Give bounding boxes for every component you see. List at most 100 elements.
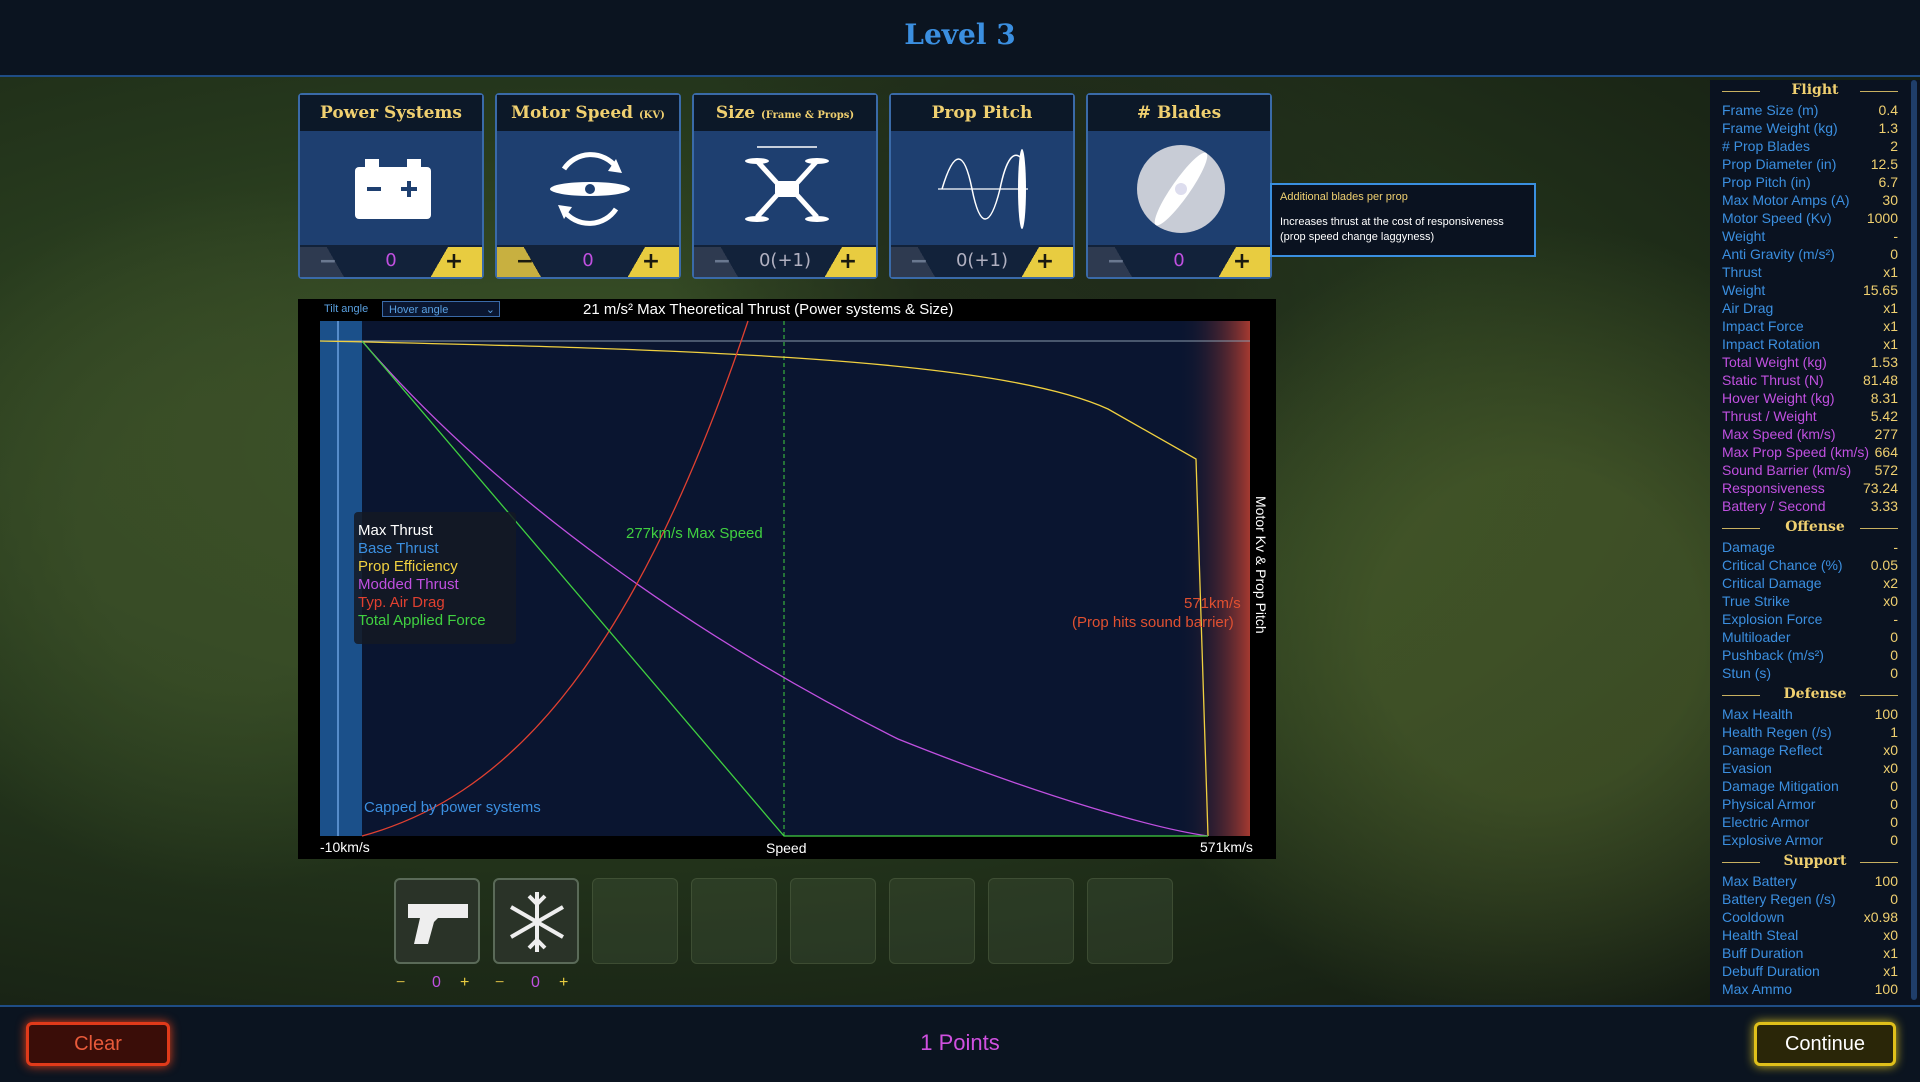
stat-value: 100	[1874, 873, 1898, 889]
stat-row: Explosion Force-	[1710, 610, 1920, 628]
stat-value: 0	[1890, 246, 1898, 262]
stat-label: Prop Pitch (in)	[1722, 174, 1811, 190]
stat-value: -	[1893, 228, 1898, 244]
stat-row: Max Speed (km/s)277	[1710, 425, 1920, 443]
card-title-text: Power Systems	[320, 103, 462, 123]
x-min-label: -10km/s	[320, 839, 370, 855]
stat-row: Stun (s)0	[1710, 664, 1920, 682]
card-controls: −0+	[300, 245, 482, 277]
card-title: Power Systems	[300, 95, 482, 131]
tooltip: Additional blades per prop Increases thr…	[1270, 183, 1536, 257]
stat-row: Pushback (m/s²)0	[1710, 646, 1920, 664]
stat-label: Impact Force	[1722, 318, 1804, 334]
card-title-text: Prop Pitch	[931, 103, 1033, 123]
increase-button[interactable]: +	[1017, 247, 1073, 277]
stat-row: Battery Regen (/s)0	[1710, 890, 1920, 908]
decrease-button[interactable]: −	[694, 247, 750, 277]
tilt-angle-select[interactable]: Hover angle ⌄	[382, 301, 500, 317]
increase-button[interactable]: +	[1214, 247, 1270, 277]
weapon-slot[interactable]	[493, 878, 579, 964]
decrease-button[interactable]: −	[497, 247, 553, 277]
stat-row: Prop Pitch (in)6.7	[1710, 173, 1920, 191]
decrease-button[interactable]: −	[891, 247, 947, 277]
stat-label: Battery / Second	[1722, 498, 1826, 514]
x-max-label: 571km/s	[1200, 839, 1253, 855]
weapon-increase-button[interactable]: +	[559, 974, 569, 991]
clear-button[interactable]: Clear	[26, 1022, 170, 1066]
legend-item: Prop Efficiency	[358, 558, 458, 575]
stat-value: 1.53	[1870, 354, 1898, 370]
stat-row: Prop Diameter (in)12.5	[1710, 155, 1920, 173]
level-title: Level 3	[904, 18, 1016, 51]
stat-label: Physical Armor	[1722, 796, 1816, 812]
weapon-slot[interactable]	[394, 878, 480, 964]
weapon-increase-button[interactable]: +	[460, 974, 470, 991]
card-title: Size (Frame & Props)	[694, 95, 876, 131]
stat-value: 12.5	[1870, 156, 1898, 172]
stat-value: 0	[1890, 814, 1898, 830]
stat-label: Health Steal	[1722, 927, 1799, 943]
empty-weapon-slot	[691, 878, 777, 964]
stat-row: Damage -	[1710, 538, 1920, 556]
stat-label: Battery Regen (/s)	[1722, 891, 1836, 907]
stat-label: Damage	[1722, 539, 1775, 555]
stat-label: Thrust / Weight	[1722, 408, 1817, 424]
stat-value: 2	[1890, 138, 1898, 154]
stat-label: Thrust	[1722, 264, 1762, 280]
stat-value: -	[1893, 611, 1898, 627]
stat-value: 0	[1890, 629, 1898, 645]
stat-value: -	[1893, 539, 1898, 555]
increase-button[interactable]: +	[820, 247, 876, 277]
stat-row: Impact Force x1	[1710, 317, 1920, 335]
card-title-text: Size	[715, 103, 756, 123]
motor-propeller-icon	[540, 139, 640, 239]
stat-value: 0	[1890, 796, 1898, 812]
weapon-decrease-button[interactable]: −	[396, 974, 406, 991]
snowflake-icon	[497, 882, 577, 966]
tilt-angle-value: Hover angle	[389, 304, 449, 316]
stat-row: Physical Armor 0	[1710, 795, 1920, 813]
stat-value: 5.42	[1870, 408, 1898, 424]
stat-label: Sound Barrier (km/s)	[1722, 462, 1852, 478]
weapon-decrease-button[interactable]: −	[495, 974, 505, 991]
increase-button[interactable]: +	[623, 247, 679, 277]
stat-value: x0.98	[1863, 909, 1898, 925]
stat-value: x1	[1883, 945, 1898, 961]
stat-label: Damage Reflect	[1722, 742, 1823, 758]
stat-label: Buff Duration	[1722, 945, 1804, 961]
stats-section-support: Support	[1710, 853, 1920, 872]
card-controls: −0+	[1088, 245, 1270, 277]
stat-label: Max Health	[1722, 706, 1793, 722]
stat-label: Cooldown	[1722, 909, 1785, 925]
stat-value: x0	[1883, 760, 1898, 776]
pistol-icon	[398, 882, 478, 966]
stat-value: 1.3	[1878, 120, 1898, 136]
continue-button[interactable]: Continue	[1754, 1022, 1896, 1066]
card-title: Motor Speed (KV)	[497, 95, 679, 131]
stat-value: 0.4	[1878, 102, 1898, 118]
stat-value: x1	[1883, 300, 1898, 316]
graph-header: Tilt angle Hover angle ⌄ 21 m/s² Max The…	[298, 299, 1276, 321]
stat-value: x1	[1883, 318, 1898, 334]
stat-label: Electric Armor	[1722, 814, 1810, 830]
empty-weapon-slot	[889, 878, 975, 964]
increase-button[interactable]: +	[426, 247, 482, 277]
decrease-button[interactable]: −	[1088, 247, 1144, 277]
weapon-count: 0	[531, 974, 540, 991]
card-controls: −0+	[497, 245, 679, 277]
stat-value: x1	[1883, 264, 1898, 280]
stat-value: x0	[1883, 593, 1898, 609]
upgrade-card-blades: # Blades −0+	[1086, 93, 1272, 279]
stat-label: Static Thrust (N)	[1722, 372, 1824, 388]
stats-scrollbar[interactable]	[1911, 80, 1917, 1000]
decrease-button[interactable]: −	[300, 247, 356, 277]
